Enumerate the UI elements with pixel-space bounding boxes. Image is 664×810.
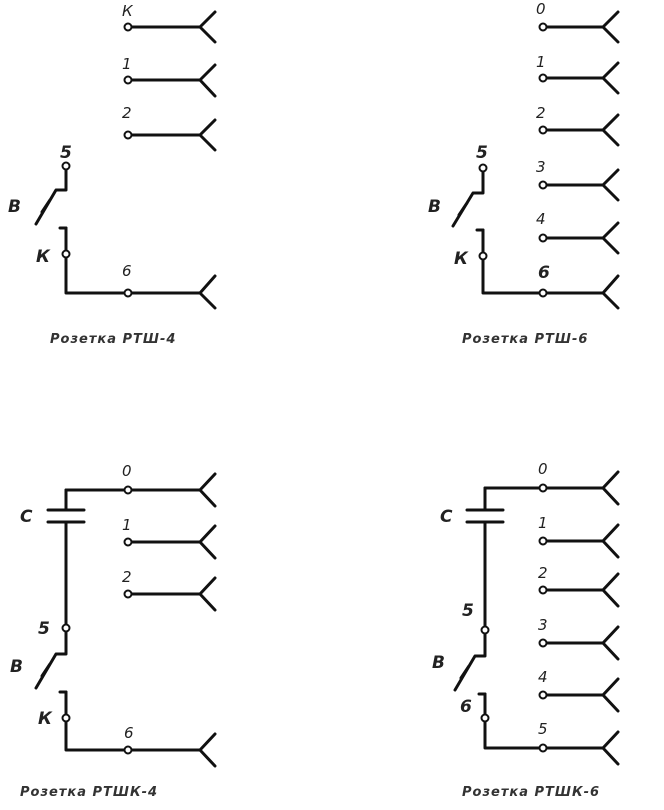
pin-row-4: 4 [538, 668, 620, 713]
diagram-rtshk-4: С 0 1 2 5 В К 6 Розет [10, 462, 217, 800]
capacitor-branch: С 0 [20, 462, 217, 630]
pin-row-2: 2 [536, 104, 620, 147]
capacitor-label: С [20, 507, 33, 527]
capacitor-branch: С 0 [440, 460, 620, 632]
top-pin-label: 0 [538, 460, 548, 478]
pin-row-2: 2 [538, 564, 620, 608]
terminal-bottom [61, 713, 71, 723]
pin-terminal [123, 22, 133, 32]
pin-terminal [538, 73, 548, 83]
switch-branch: 5 В К 6 [10, 619, 217, 768]
pin-terminal [123, 130, 133, 140]
switch-branch: 5 В К 6 [8, 143, 217, 310]
pin-label: 2 [122, 104, 132, 122]
pin-terminal [123, 75, 133, 85]
main-pin-label: 5 [538, 720, 548, 738]
switch-label: В [432, 653, 445, 673]
capacitor-symbol [46, 508, 86, 524]
pin-label: К [122, 2, 134, 20]
diagram-caption: Розетка РТШ-4 [50, 332, 176, 347]
diagram-rtshk-6: С 0 1 2 3 4 [432, 460, 620, 800]
diagram-caption: Розетка РТШ-6 [462, 332, 588, 347]
pin-terminal [538, 536, 548, 546]
pin-label: 1 [122, 55, 132, 73]
pin-label: 1 [536, 53, 546, 71]
pin-label: 1 [538, 514, 548, 532]
main-pin-terminal [123, 288, 133, 298]
switch-label: В [428, 197, 441, 217]
pin-row-1: 1 [122, 55, 217, 98]
pin-row-3: 3 [536, 158, 620, 202]
pin-row-4: 4 [536, 210, 620, 255]
main-pin-label: 6 [124, 724, 134, 742]
terminal-top [478, 163, 488, 173]
diagram-caption: Розетка РТШК-4 [20, 785, 158, 800]
pin-label: 1 [122, 516, 132, 534]
pin-terminal [538, 233, 548, 243]
terminal-bottom [61, 249, 71, 259]
switch-label: В [8, 197, 21, 217]
main-pin-label: 6 [538, 263, 550, 283]
capacitor-label: С [440, 507, 453, 527]
pin-label: 2 [122, 568, 132, 586]
main-pin-terminal [538, 743, 548, 753]
pin-terminal [538, 638, 548, 648]
switch-label: В [10, 657, 23, 677]
terminal-top-label: 5 [462, 601, 474, 621]
terminal-bottom-label: К [454, 249, 469, 269]
pin-row-0: 0 [536, 0, 620, 44]
main-pin-terminal [538, 288, 548, 298]
pin-terminal [538, 125, 548, 135]
pin-row-3: 3 [538, 616, 620, 661]
terminal-top-label: 5 [60, 143, 72, 163]
top-pin-label: 0 [122, 462, 132, 480]
pin-row-2: 2 [122, 104, 217, 152]
diagram-rtsh-4: К 1 2 5 В К 6 Розетка [8, 2, 217, 347]
pin-terminal [538, 585, 548, 595]
pin-row-2: 2 [122, 568, 217, 612]
pin-label: 4 [536, 210, 546, 228]
diagram-rtsh-6: 0 1 2 3 4 [428, 0, 620, 347]
terminal-bottom [480, 713, 490, 723]
main-pin-label: 6 [122, 262, 132, 280]
switch-branch: 5 В К 6 [428, 143, 620, 310]
pin-label: 3 [538, 616, 548, 634]
pin-terminal [538, 690, 548, 700]
pin-row-1: 1 [536, 53, 620, 95]
pin-terminal [123, 537, 133, 547]
terminal-top-label: 5 [38, 619, 50, 639]
top-pin-terminal [538, 483, 548, 493]
pin-row-1: 1 [122, 516, 217, 560]
terminal-top [61, 623, 71, 633]
pin-label: 2 [538, 564, 548, 582]
pin-row-0: К [122, 2, 217, 44]
capacitor-symbol [465, 508, 505, 524]
pin-label: 2 [536, 104, 546, 122]
pin-label: 4 [538, 668, 548, 686]
terminal-bottom [478, 251, 488, 261]
pin-label: 3 [536, 158, 546, 176]
pin-terminal [538, 22, 548, 32]
main-pin-terminal [123, 745, 133, 755]
terminal-top [480, 625, 490, 635]
terminal-bottom-label: К [38, 709, 53, 729]
terminal-bottom-label: 6 [460, 697, 472, 717]
terminal-top-label: 5 [476, 143, 488, 163]
diagram-caption: Розетка РТШК-6 [462, 785, 600, 800]
switch-branch: 5 В 6 5 [432, 601, 620, 766]
pin-terminal [123, 589, 133, 599]
terminal-bottom-label: К [36, 247, 51, 267]
pin-row-1: 1 [538, 514, 620, 559]
pin-terminal [538, 180, 548, 190]
top-pin-terminal [123, 485, 133, 495]
pin-label: 0 [536, 0, 546, 18]
terminal-top [61, 161, 71, 171]
